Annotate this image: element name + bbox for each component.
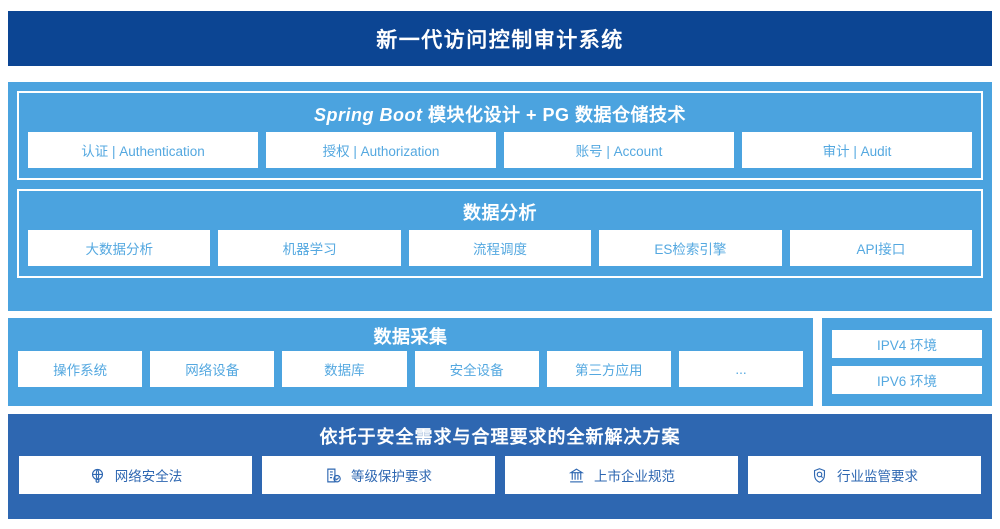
chip-es-search-engine[interactable]: ES检索引擎 [599,230,782,266]
chip-account[interactable]: 账号 | Account [504,132,734,168]
page-header: 新一代访问控制审计系统 [8,11,992,66]
chip-classified-protection[interactable]: 等级保护要求 [262,456,495,494]
page-title: 新一代访问控制审计系统 [376,28,624,52]
shield-search-icon [811,467,828,484]
chip-row-data-collection: 操作系统 网络设备 数据库 安全设备 第三方应用 ... [18,351,804,387]
group-title-spring-boot-rest: 模块化设计 + PG 数据仓储技术 [422,105,686,125]
data-collection-panel: 数据采集 操作系统 网络设备 数据库 安全设备 第三方应用 ... [8,318,813,406]
chip-label: 上市企业规范 [594,469,675,484]
platform-panel: Spring Boot 模块化设计 + PG 数据仓储技术 认证 | Authe… [8,82,992,311]
document-check-icon [325,467,342,484]
chip-authorization[interactable]: 授权 | Authorization [266,132,496,168]
chip-label: 网络安全法 [114,469,183,484]
chip-cybersecurity-law[interactable]: 网络安全法 [19,456,252,494]
solution-title: 依托于安全需求与合理要求的全新解决方案 [319,427,681,447]
group-data-analysis: 数据分析 大数据分析 机器学习 流程调度 ES检索引擎 API接口 [17,189,983,278]
chip-third-party-app[interactable]: 第三方应用 [546,351,671,387]
chip-industry-regulation[interactable]: 行业监管要求 [748,456,981,494]
chip-database[interactable]: 数据库 [282,351,407,387]
group-title-spring-boot: Spring Boot 模块化设计 + PG 数据仓储技术 [28,100,972,132]
globe-network-icon [89,467,106,484]
chip-ipv6-environment[interactable]: IPV6 环境 [832,366,982,394]
group-title-data-analysis: 数据分析 [463,203,537,223]
chip-listed-enterprise-standard[interactable]: 上市企业规范 [505,456,738,494]
chip-api-interface[interactable]: API接口 [789,230,973,266]
group-spring-boot: Spring Boot 模块化设计 + PG 数据仓储技术 认证 | Authe… [17,91,983,180]
chip-label: 等级保护要求 [351,469,432,484]
chip-ipv4-environment[interactable]: IPV4 环境 [832,330,982,358]
chip-more-ellipsis[interactable]: ... [678,351,804,387]
chip-label: 行业监管要求 [837,469,918,484]
chip-audit[interactable]: 审计 | Audit [742,132,972,168]
environment-panel: IPV4 环境 IPV6 环境 [822,318,992,406]
chip-row-spring-boot: 认证 | Authentication 授权 | Authorization 账… [28,132,972,168]
bank-building-icon [568,467,585,484]
chip-operating-system[interactable]: 操作系统 [18,351,143,387]
chip-row-data-analysis: 大数据分析 机器学习 流程调度 ES检索引擎 API接口 [28,230,973,266]
data-collection-row: 数据采集 操作系统 网络设备 数据库 安全设备 第三方应用 ... IPV4 环… [8,318,992,406]
solution-row: 网络安全法 等级保护要求 [19,456,981,494]
chip-process-scheduling[interactable]: 流程调度 [408,230,592,266]
chip-authentication[interactable]: 认证 | Authentication [28,132,258,168]
solution-panel: 依托于安全需求与合理要求的全新解决方案 网络安全法 [8,414,992,519]
chip-machine-learning[interactable]: 机器学习 [218,230,401,266]
chip-security-device[interactable]: 安全设备 [414,351,539,387]
chip-network-device[interactable]: 网络设备 [150,351,275,387]
group-title-data-collection: 数据采集 [373,327,448,347]
chip-big-data-analysis[interactable]: 大数据分析 [28,230,211,266]
group-title-spring-boot-emphasis: Spring Boot [313,105,423,125]
